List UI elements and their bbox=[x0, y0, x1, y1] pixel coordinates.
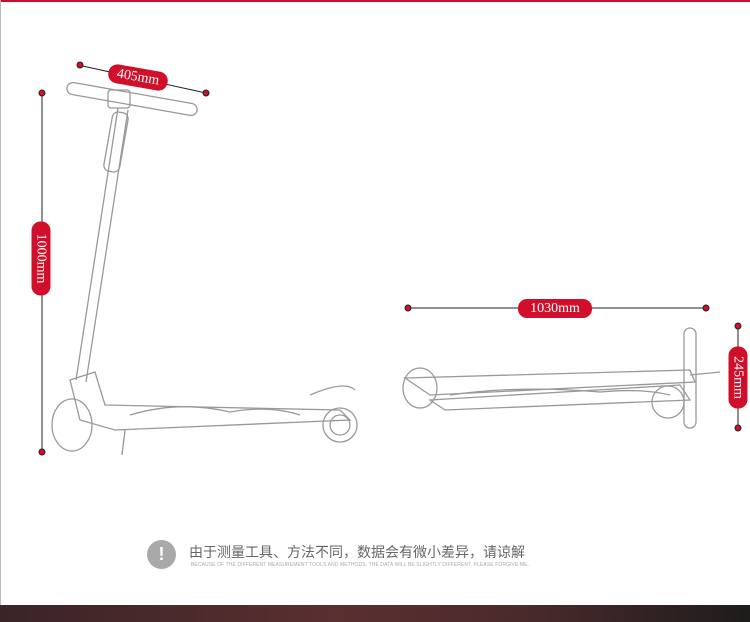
exclamation-icon: ! bbox=[147, 540, 176, 569]
dimension-marker bbox=[38, 89, 46, 97]
notice-english: BECAUSE OF THE DIFFERENT MEASUREMENT TOO… bbox=[191, 562, 530, 568]
top-accent-line bbox=[0, 0, 750, 2]
dimension-lines bbox=[38, 61, 742, 456]
footer-bar bbox=[0, 605, 750, 622]
dimension-marker bbox=[38, 448, 46, 456]
folded-length-label: 1030mm bbox=[518, 299, 592, 318]
dimension-marker bbox=[404, 304, 412, 312]
notice-chinese: 由于测量工具、方法不同，数据会有微小差异，请谅解 bbox=[189, 545, 525, 561]
dimension-marker bbox=[734, 424, 742, 432]
dimension-marker bbox=[702, 304, 710, 312]
height-label: 1000mm bbox=[31, 221, 51, 296]
dimension-marker bbox=[734, 322, 742, 330]
scooter-upright-drawing bbox=[51, 81, 358, 456]
scooter-folded-drawing bbox=[402, 327, 721, 429]
left-border bbox=[0, 0, 1, 605]
dimension-marker bbox=[76, 61, 84, 69]
dimension-marker bbox=[202, 89, 210, 97]
folded-height-label: 245mm bbox=[728, 346, 748, 409]
